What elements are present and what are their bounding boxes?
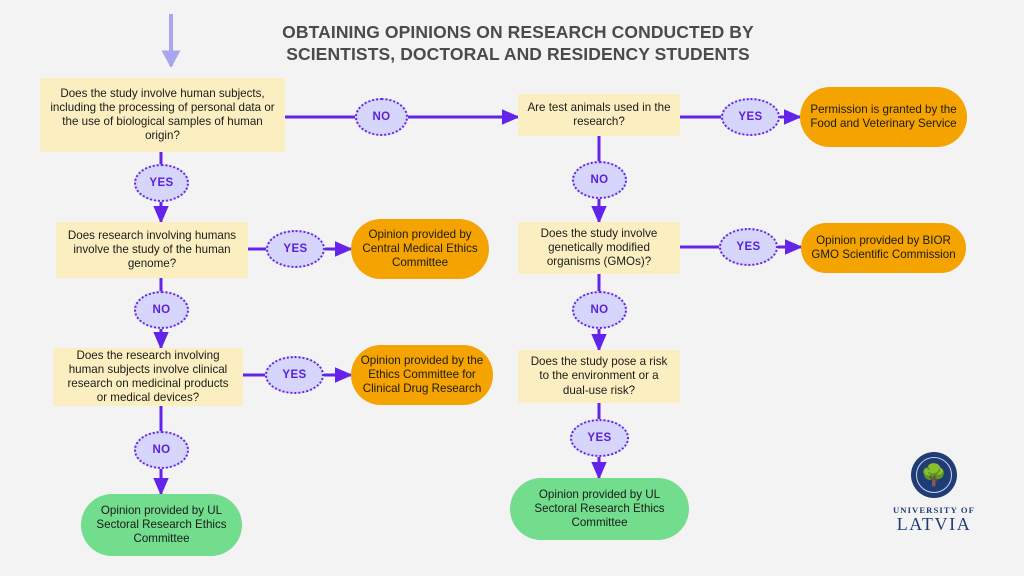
- question-human-subjects-label: Does the study involve human subjects, i…: [50, 86, 275, 143]
- question-clinical-research-label: Does the research involving human subjec…: [67, 348, 229, 405]
- decision-label: NO: [152, 304, 171, 316]
- question-gmo[interactable]: Does the study involve genetically modif…: [518, 222, 680, 274]
- decision-clinical-no[interactable]: NO: [134, 431, 189, 469]
- decision-animals-yes[interactable]: YES: [721, 98, 780, 136]
- decision-label: YES: [149, 177, 174, 189]
- question-human-subjects[interactable]: Does the study involve human subjects, i…: [40, 78, 285, 152]
- question-risk-label: Does the study pose a risk to the enviro…: [530, 355, 668, 397]
- logo-line-university-of: UNIVERSITY OF: [892, 505, 976, 515]
- outcome-central-medical-ethics[interactable]: Opinion provided by Central Medical Ethi…: [351, 219, 489, 279]
- outcome-food-veterinary[interactable]: Permission is granted by the Food and Ve…: [800, 87, 967, 147]
- decision-label: YES: [587, 432, 612, 444]
- outcome-label: Opinion provided by UL Sectoral Research…: [534, 487, 665, 530]
- decision-label: NO: [152, 444, 171, 456]
- page-title: OBTAINING OPINIONS ON RESEARCH CONDUCTED…: [282, 22, 754, 64]
- outcome-ul-sectoral-right[interactable]: Opinion provided by UL Sectoral Research…: [510, 478, 689, 540]
- outcome-ul-sectoral-left[interactable]: Opinion provided by UL Sectoral Research…: [81, 494, 242, 556]
- question-test-animals-label: Are test animals used in the research?: [527, 100, 671, 128]
- decision-risk-yes[interactable]: YES: [570, 419, 629, 457]
- decision-gmo-no[interactable]: NO: [572, 291, 627, 329]
- outcome-label: Opinion provided by UL Sectoral Research…: [96, 503, 227, 546]
- logo-line-latvia: LATVIA: [896, 514, 972, 534]
- question-risk[interactable]: Does the study pose a risk to the enviro…: [518, 350, 680, 403]
- question-gmo-label: Does the study involve genetically modif…: [540, 226, 658, 269]
- decision-gmo-yes[interactable]: YES: [719, 228, 778, 266]
- university-of-latvia-logo: 🌳 UNIVERSITY OF LATVIA: [888, 452, 980, 536]
- decision-label: YES: [283, 243, 308, 255]
- outcome-clinical-drug-research[interactable]: Opinion provided by the Ethics Committee…: [351, 345, 493, 405]
- seal-ring: [916, 457, 952, 493]
- outcome-label: Opinion provided by BIOR GMO Scientific …: [811, 233, 956, 261]
- question-clinical-research[interactable]: Does the research involving human subjec…: [53, 348, 243, 406]
- decision-human-genome-no[interactable]: NO: [134, 291, 189, 329]
- decision-human-genome-yes[interactable]: YES: [266, 230, 325, 268]
- decision-label: YES: [738, 111, 763, 123]
- decision-label: YES: [282, 369, 307, 381]
- outcome-label: Opinion provided by the Ethics Committee…: [360, 353, 484, 396]
- decision-label: NO: [590, 304, 609, 316]
- decision-label: NO: [590, 174, 609, 186]
- decision-animals-no[interactable]: NO: [572, 161, 627, 199]
- question-human-genome[interactable]: Does research involving humans involve t…: [56, 222, 248, 278]
- tree-glyph: 🌳: [920, 463, 948, 487]
- outcome-label: Opinion provided by Central Medical Ethi…: [362, 227, 478, 270]
- decision-clinical-yes[interactable]: YES: [265, 356, 324, 394]
- decision-human-subjects-yes[interactable]: YES: [134, 164, 189, 202]
- question-test-animals[interactable]: Are test animals used in the research?: [518, 94, 680, 136]
- tree-seal-icon: 🌳: [911, 452, 957, 498]
- decision-label: YES: [736, 241, 761, 253]
- decision-human-subjects-no[interactable]: NO: [355, 98, 408, 136]
- outcome-bior-gmo[interactable]: Opinion provided by BIOR GMO Scientific …: [801, 223, 966, 273]
- outcome-label: Permission is granted by the Food and Ve…: [810, 102, 957, 130]
- question-human-genome-label: Does research involving humans involve t…: [67, 228, 237, 271]
- decision-label: NO: [372, 111, 391, 123]
